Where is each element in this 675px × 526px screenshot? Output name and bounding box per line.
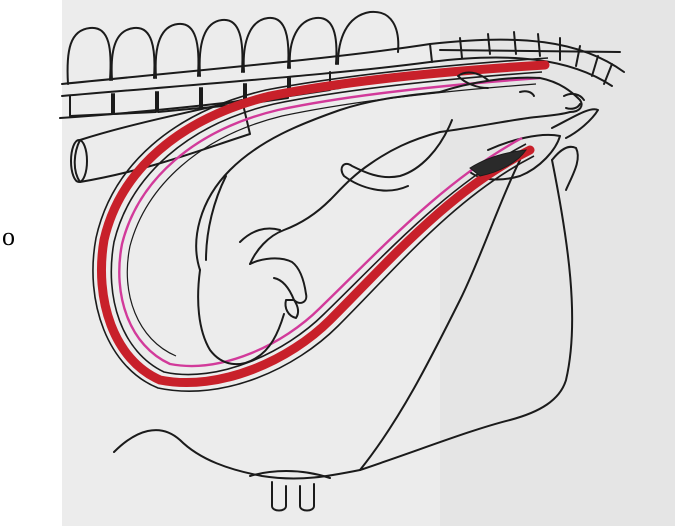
- page-shade-right: [440, 0, 675, 526]
- side-label: о: [2, 222, 15, 252]
- page-edge-white: [0, 0, 62, 526]
